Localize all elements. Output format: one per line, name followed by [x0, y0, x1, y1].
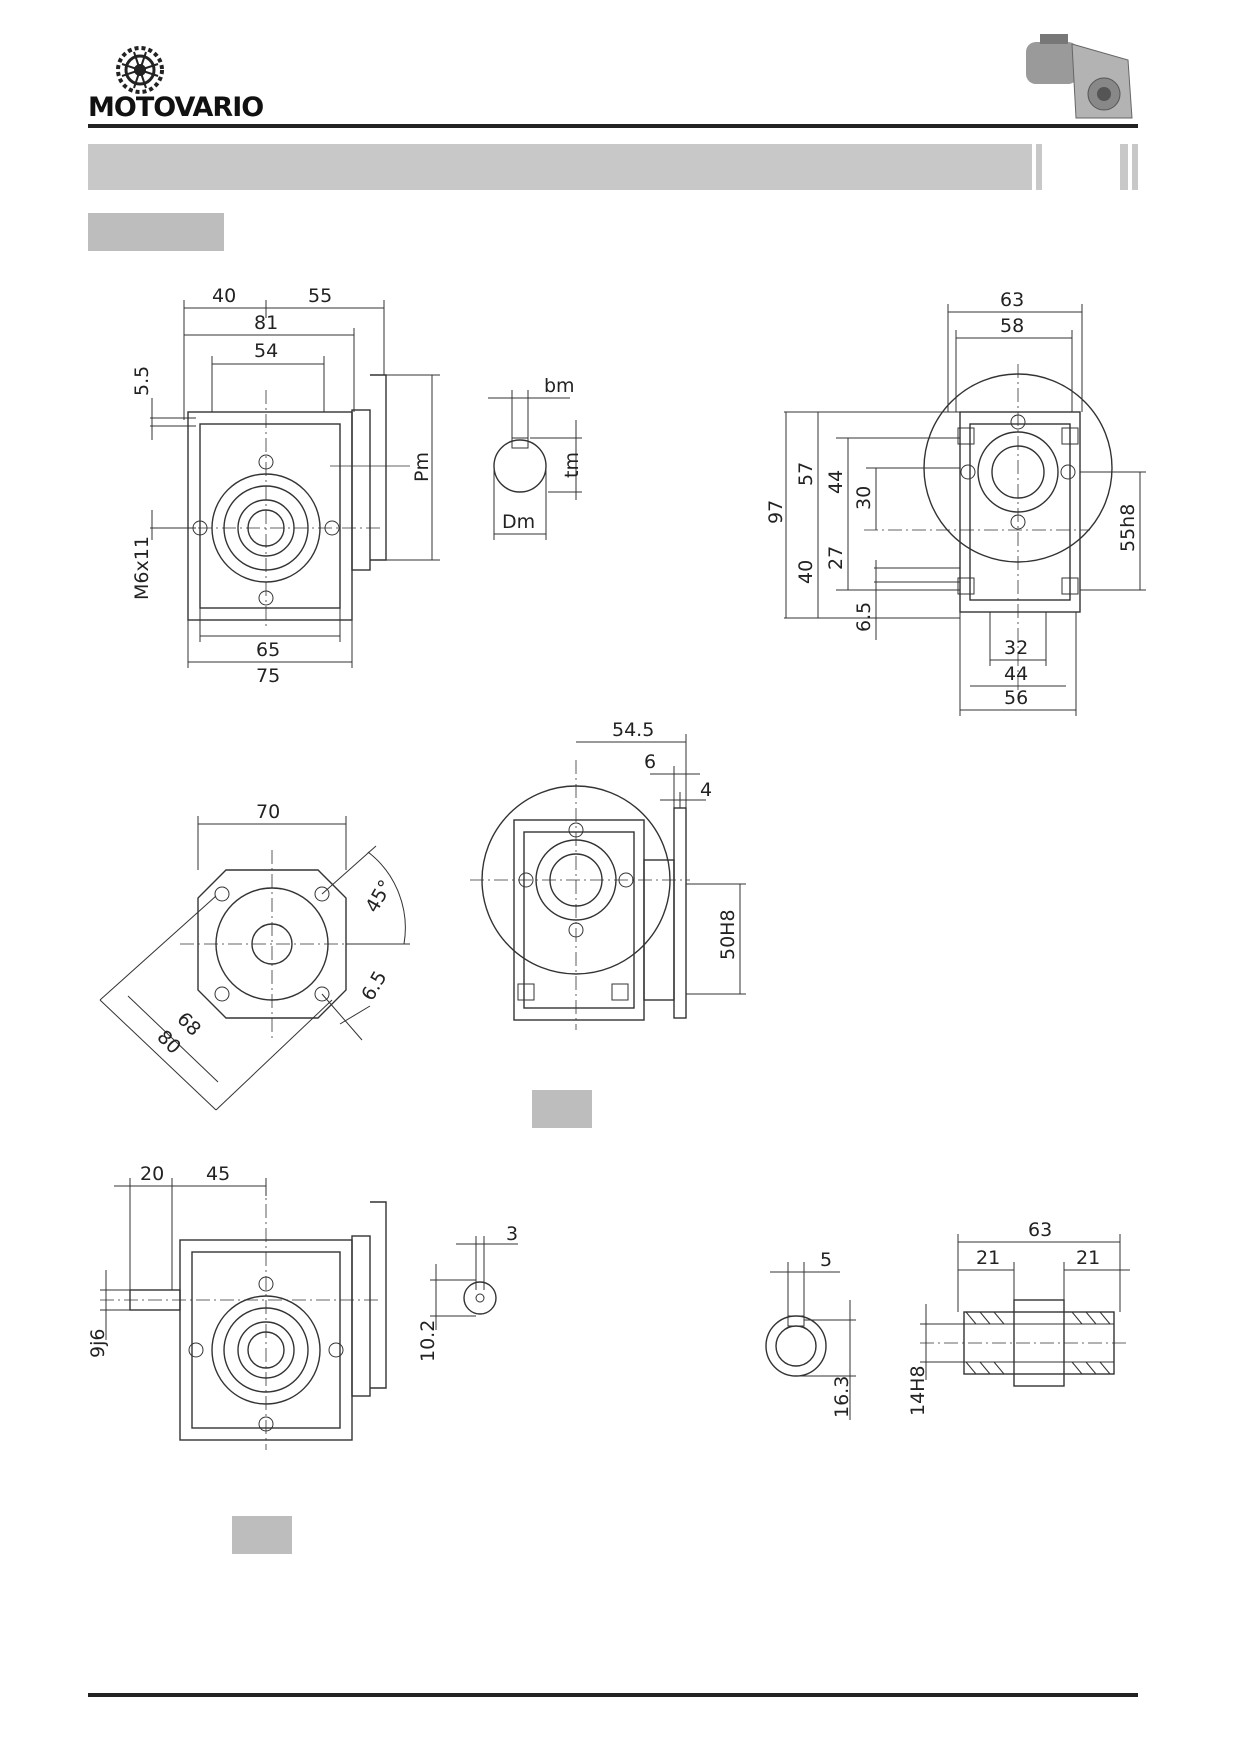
dim-front-pm: Pm [411, 452, 433, 482]
dim-flange-6-5: 6.5 [357, 967, 391, 1004]
dim-side-57: 57 [795, 462, 817, 486]
dim-side-32: 32 [1004, 637, 1028, 659]
dim-shaft-21-left: 21 [976, 1247, 1000, 1269]
dim-shaft-63: 63 [1028, 1219, 1052, 1241]
dim-key-dm: Dm [502, 511, 535, 533]
dim-flange-side-54-5: 54.5 [612, 719, 654, 741]
title-band [88, 144, 1032, 190]
section-label-box-3 [232, 1516, 292, 1554]
title-band-end [1120, 144, 1128, 190]
gear-logo-icon [116, 46, 164, 94]
title-band-end-2 [1132, 144, 1138, 190]
dim-flange-side-50h8: 50H8 [717, 909, 739, 960]
dim-flange-45deg: 45° [361, 876, 397, 916]
hollow-key-detail [765, 1262, 856, 1420]
dim-flange-70: 70 [256, 801, 280, 823]
input-key-detail [430, 1236, 518, 1330]
input-shaft-view [100, 1178, 387, 1450]
dim-front-55: 55 [308, 285, 332, 307]
header-rule [88, 124, 1138, 128]
brand-name: MOTOVARIO [88, 92, 264, 123]
dim-key-tm: tm [561, 452, 583, 478]
dim-front-5-5: 5.5 [131, 366, 153, 396]
dim-input-20: 20 [140, 1163, 164, 1185]
title-band-tab [1036, 144, 1042, 190]
dim-front-65: 65 [256, 639, 280, 661]
dim-shaft-21-right: 21 [1076, 1247, 1100, 1269]
dim-hollow-key-5: 5 [820, 1249, 832, 1271]
brand-logo [88, 40, 268, 120]
dim-side-30: 30 [853, 486, 875, 510]
dim-flange-side-4: 4 [700, 779, 712, 801]
dim-flange-side-6: 6 [644, 751, 656, 773]
dim-side-55h8: 55h8 [1117, 504, 1139, 552]
dim-front-81: 81 [254, 312, 278, 334]
dim-input-key-10-2: 10.2 [417, 1320, 439, 1362]
side-view [784, 304, 1146, 716]
section-label-box [88, 213, 224, 251]
dim-input-key-3: 3 [506, 1223, 518, 1245]
dim-side-40: 40 [795, 560, 817, 584]
key-detail [488, 390, 582, 540]
dim-side-6-5: 6.5 [853, 602, 875, 632]
dim-side-56: 56 [1004, 687, 1028, 709]
gearmotor-photo-icon [1020, 24, 1140, 122]
dim-front-75: 75 [256, 665, 280, 687]
dim-input-9j6: 9j6 [87, 1329, 109, 1358]
dim-side-63: 63 [1000, 289, 1024, 311]
dim-side-44b: 44 [1004, 663, 1028, 685]
dim-front-m6x11: M6x11 [131, 536, 153, 600]
dim-key-bm: bm [544, 375, 575, 397]
dim-side-58: 58 [1000, 315, 1024, 337]
dim-shaft-14h8: 14H8 [907, 1365, 929, 1416]
footer-rule [88, 1693, 1138, 1697]
dim-front-54: 54 [254, 340, 278, 362]
section-label-box-2 [532, 1090, 592, 1128]
flange-view [99, 816, 410, 1111]
dim-input-45: 45 [206, 1163, 230, 1185]
dim-side-27: 27 [825, 546, 847, 570]
dim-front-40: 40 [212, 285, 236, 307]
dim-side-97: 97 [765, 500, 787, 524]
hollow-shaft-section [920, 1234, 1130, 1387]
flange-side-view [470, 734, 746, 1030]
dim-side-44: 44 [825, 470, 847, 494]
front-view [150, 300, 440, 668]
dim-hollow-key-16-3: 16.3 [831, 1376, 853, 1418]
